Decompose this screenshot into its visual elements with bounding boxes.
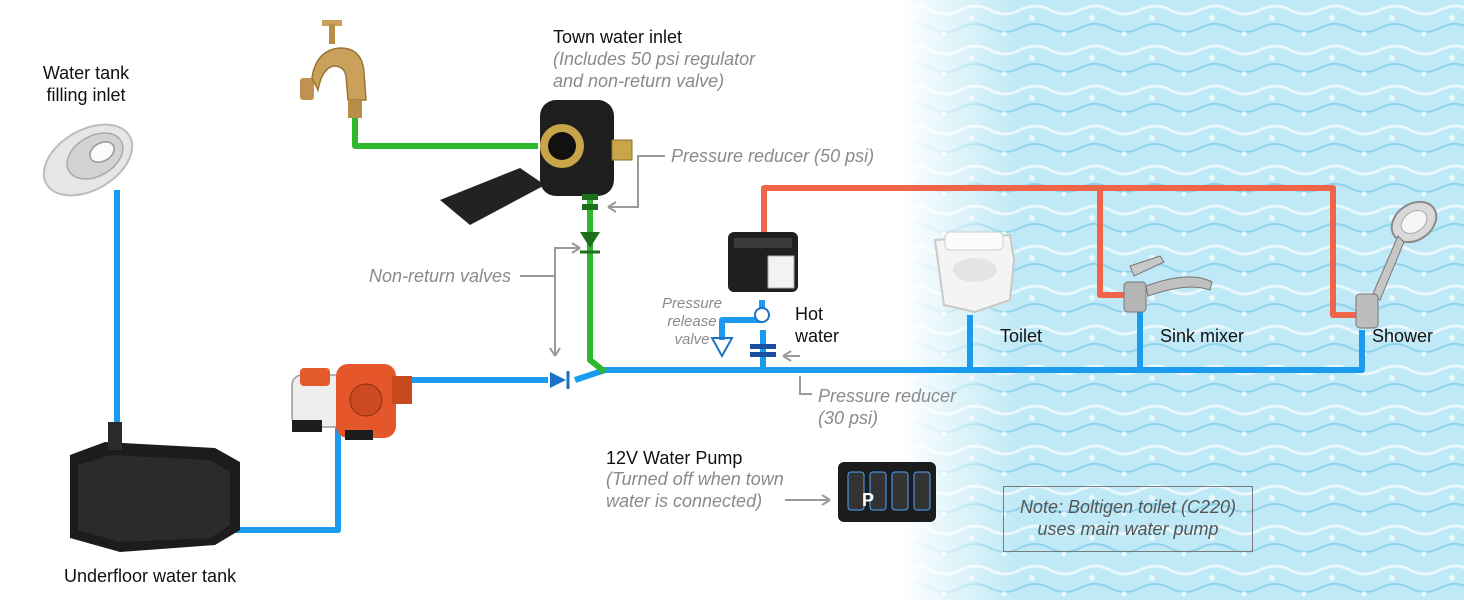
pressure-reducer-50-label: Pressure reducer (50 psi) <box>671 146 875 166</box>
pressure-reducer-30-label: Pressure reducer (30 psi) <box>818 386 957 428</box>
pressure-release-valve-label: Pressure release valve <box>661 295 723 348</box>
toilet-icon <box>933 231 1016 314</box>
note-line: uses main water pump <box>1037 519 1219 539</box>
pump-note: (Turned off when town water is connected… <box>606 469 784 511</box>
town-water-inlet-label: Town water inlet <box>553 27 683 47</box>
annotation-arrows <box>520 155 831 506</box>
note-box: Note: Boltigen toilet (C220) uses main w… <box>1003 486 1253 552</box>
sink-mixer-icon <box>1123 255 1213 313</box>
water-tank-inlet-label: Water tank filling inlet <box>42 63 130 105</box>
switch-panel-icon <box>838 462 936 522</box>
sink-mixer-label: Sink mixer <box>1160 326 1245 346</box>
shower-label: Shower <box>1372 326 1434 346</box>
cold-water-pipes <box>114 190 1365 533</box>
water-tank-icon <box>70 422 240 552</box>
note-line: Note: Boltigen toilet (C220) <box>1019 497 1237 517</box>
switch-letter: P <box>862 490 874 510</box>
non-return-valve-icon <box>550 371 570 389</box>
tap-icon <box>300 20 367 118</box>
hot-water-pipes <box>761 185 1357 318</box>
wall-inlet-icon <box>42 123 134 197</box>
shower-head-icon <box>1355 200 1438 329</box>
town-inlet-icon <box>440 100 633 254</box>
pump-label: 12V Water Pump <box>606 448 743 468</box>
toilet-label: Toilet <box>1000 326 1043 346</box>
pump-icon <box>291 364 412 440</box>
town-water-note: (Includes 50 psi regulator and non-retur… <box>553 49 756 91</box>
underfloor-tank-label: Underfloor water tank <box>64 566 237 586</box>
non-return-valves-label: Non-return valves <box>369 266 512 286</box>
hot-water-label: Hot water <box>795 304 840 346</box>
hot-water-unit-icon <box>710 232 798 359</box>
